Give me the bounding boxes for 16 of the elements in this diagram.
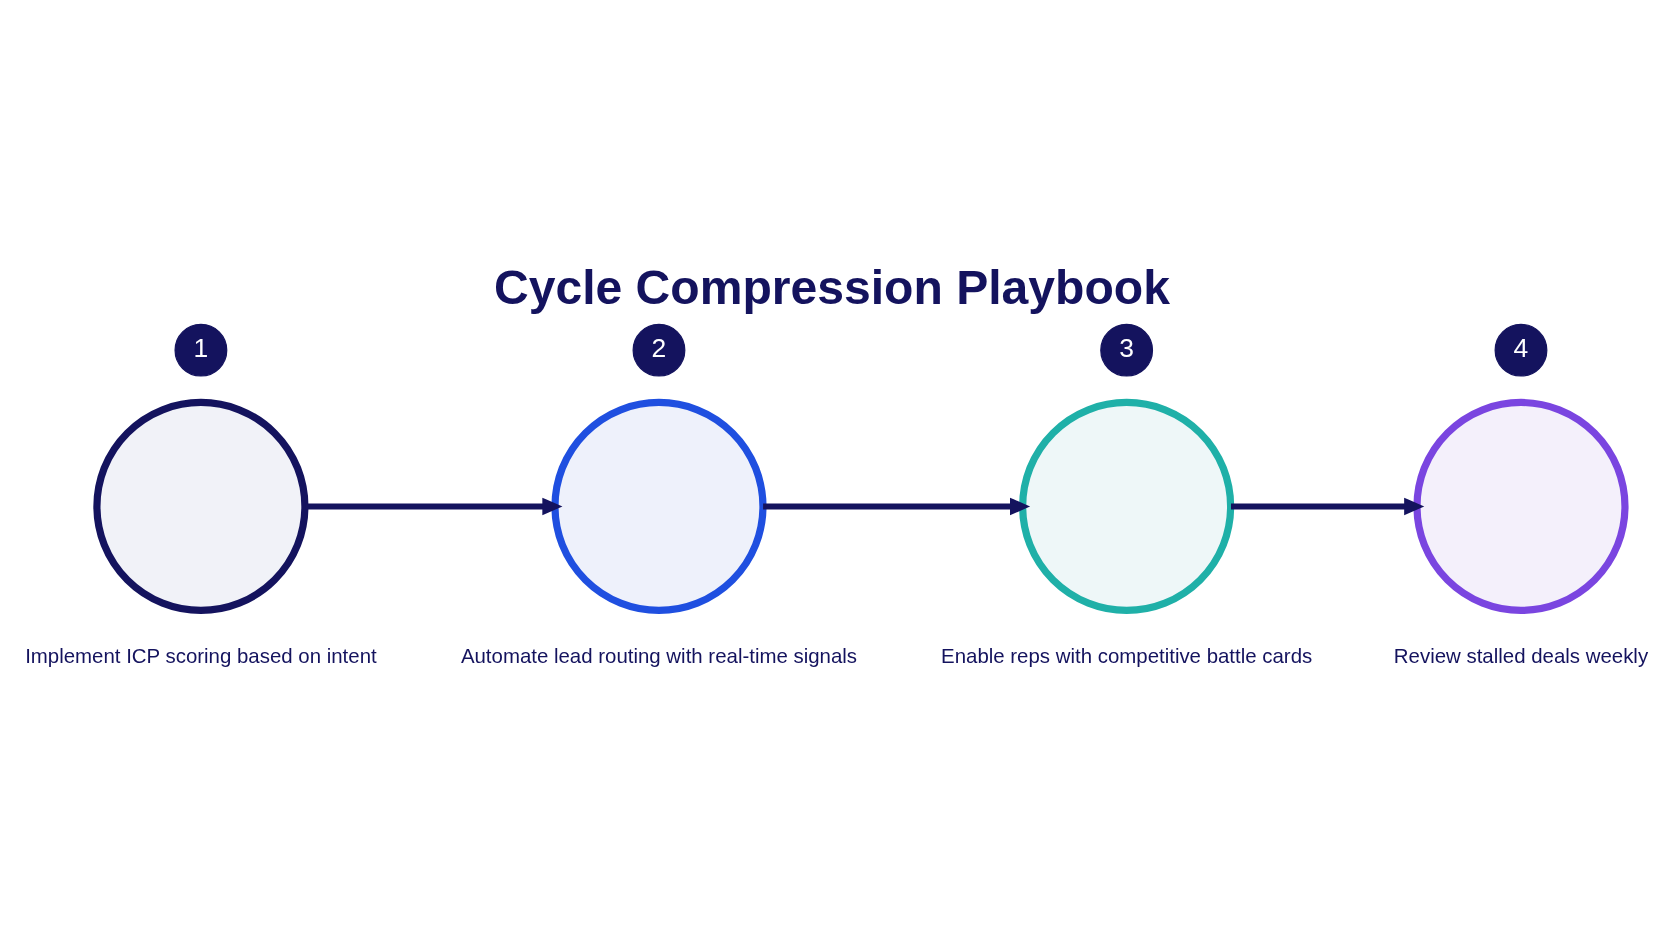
arrow [305,497,563,515]
node-circle [1019,398,1235,614]
node-label: Implement ICP scoring based on intent [25,644,377,667]
node-circle [1413,398,1629,614]
node-circle [93,398,309,614]
node-label: Automate lead routing with real-time signals [460,644,858,667]
arrow [1231,497,1425,515]
diagram-title: Cycle Compression Playbook [493,259,1170,314]
node-label: Review stalled deals weekly [1393,644,1649,667]
node-circle: 2 [632,323,686,377]
node-label: Enable reps with competitive battle cards [941,644,1313,667]
arrow [763,497,1031,515]
node-circle: 1 [174,323,228,377]
node-circle: 3 [1100,323,1154,377]
node-circle [551,398,767,614]
node-circle: 4 [1494,323,1548,377]
